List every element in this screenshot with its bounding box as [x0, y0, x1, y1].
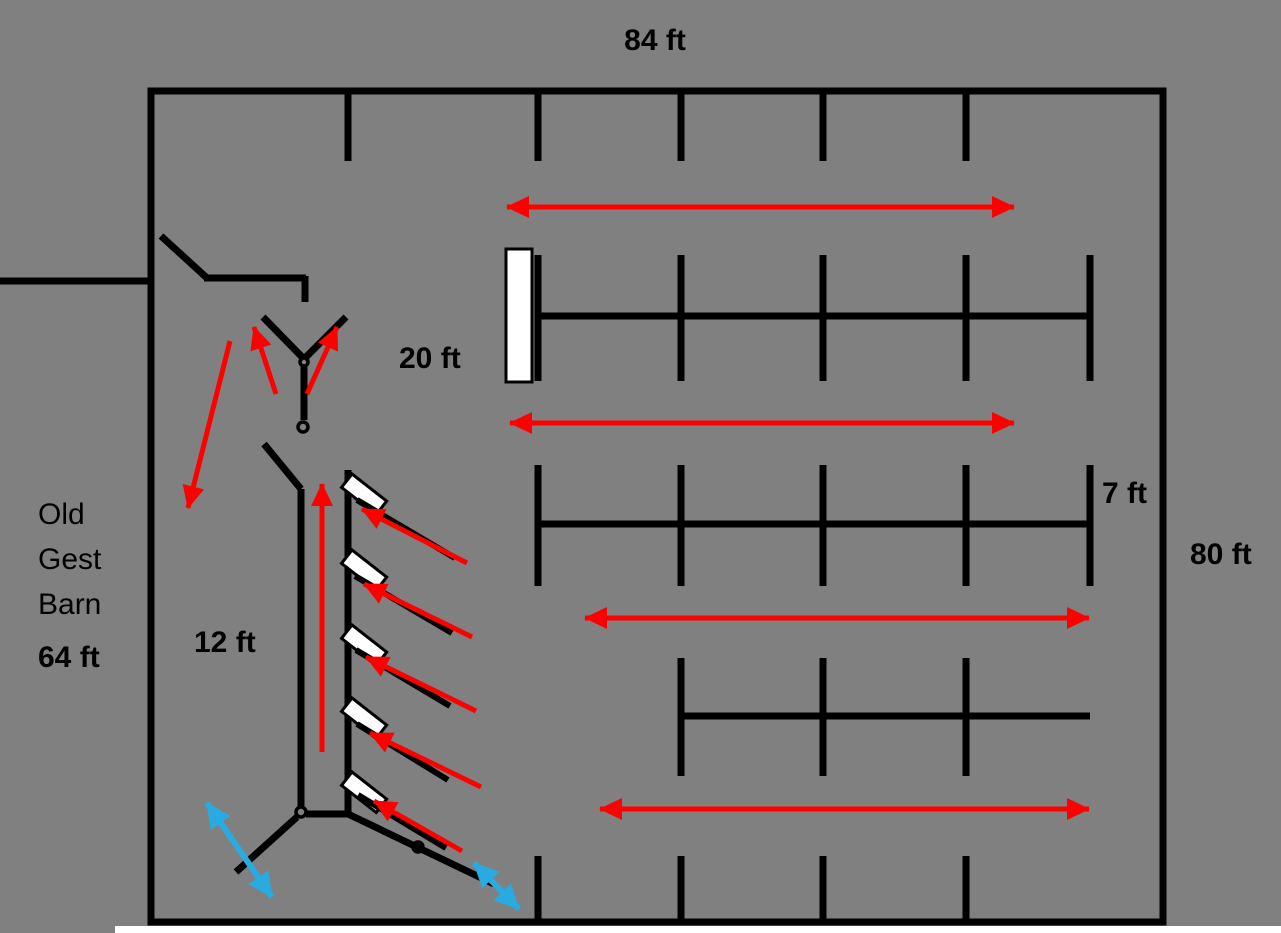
- label-old-barn-length: 64 ft: [38, 641, 100, 674]
- label-top-width: 84 ft: [624, 24, 686, 57]
- new-barn-outline: [147, 87, 1167, 926]
- stall-row-1: [534, 255, 1094, 381]
- gate-pivot: [298, 356, 310, 368]
- red-flow-arrow: [182, 340, 233, 509]
- flow-arrows-red: [182, 196, 1090, 854]
- sorting-alley: [158, 233, 496, 888]
- red-flow-arrow: [362, 581, 474, 640]
- blue-swing-arrow: [471, 860, 522, 912]
- stall-row-2: [534, 465, 1094, 586]
- labels: 84 ft Old Gest Barn 64 ft 12 ft 20 ft 7 …: [38, 24, 1252, 674]
- label-chute-length: 20 ft: [399, 342, 461, 375]
- red-flow-arrow: [368, 730, 483, 790]
- sorting-gate-arm: [260, 314, 307, 362]
- alley-wall: [158, 233, 210, 281]
- stall-row-3: [677, 658, 1090, 776]
- flow-arrows-blue: [204, 801, 522, 912]
- gate-fence: [356, 792, 448, 851]
- label-stall-depth: 7 ft: [1102, 477, 1147, 510]
- top-stall-dividers: [344, 91, 970, 161]
- red-flow-arrow: [372, 798, 464, 854]
- red-flow-arrow: [250, 326, 279, 395]
- label-right-height: 80 ft: [1190, 538, 1252, 571]
- bottom-stall-dividers: [534, 856, 970, 920]
- gate-pivot: [296, 420, 310, 434]
- blue-swing-arrow: [204, 801, 275, 899]
- red-flow-arrow: [364, 654, 478, 714]
- feed-chute-box: [504, 247, 534, 384]
- funnel-wall: [261, 441, 304, 492]
- label-alley-width: 12 ft: [194, 626, 256, 659]
- gate-pivot: [411, 840, 425, 854]
- label-old-barn-line2: Gest: [38, 543, 102, 576]
- red-flow-arrow: [304, 325, 340, 396]
- label-old-barn-line3: Barn: [38, 588, 101, 621]
- red-flow-arrow: [360, 506, 469, 566]
- page-edge-strip: [115, 926, 1281, 933]
- label-old-barn-line1: Old: [38, 498, 85, 531]
